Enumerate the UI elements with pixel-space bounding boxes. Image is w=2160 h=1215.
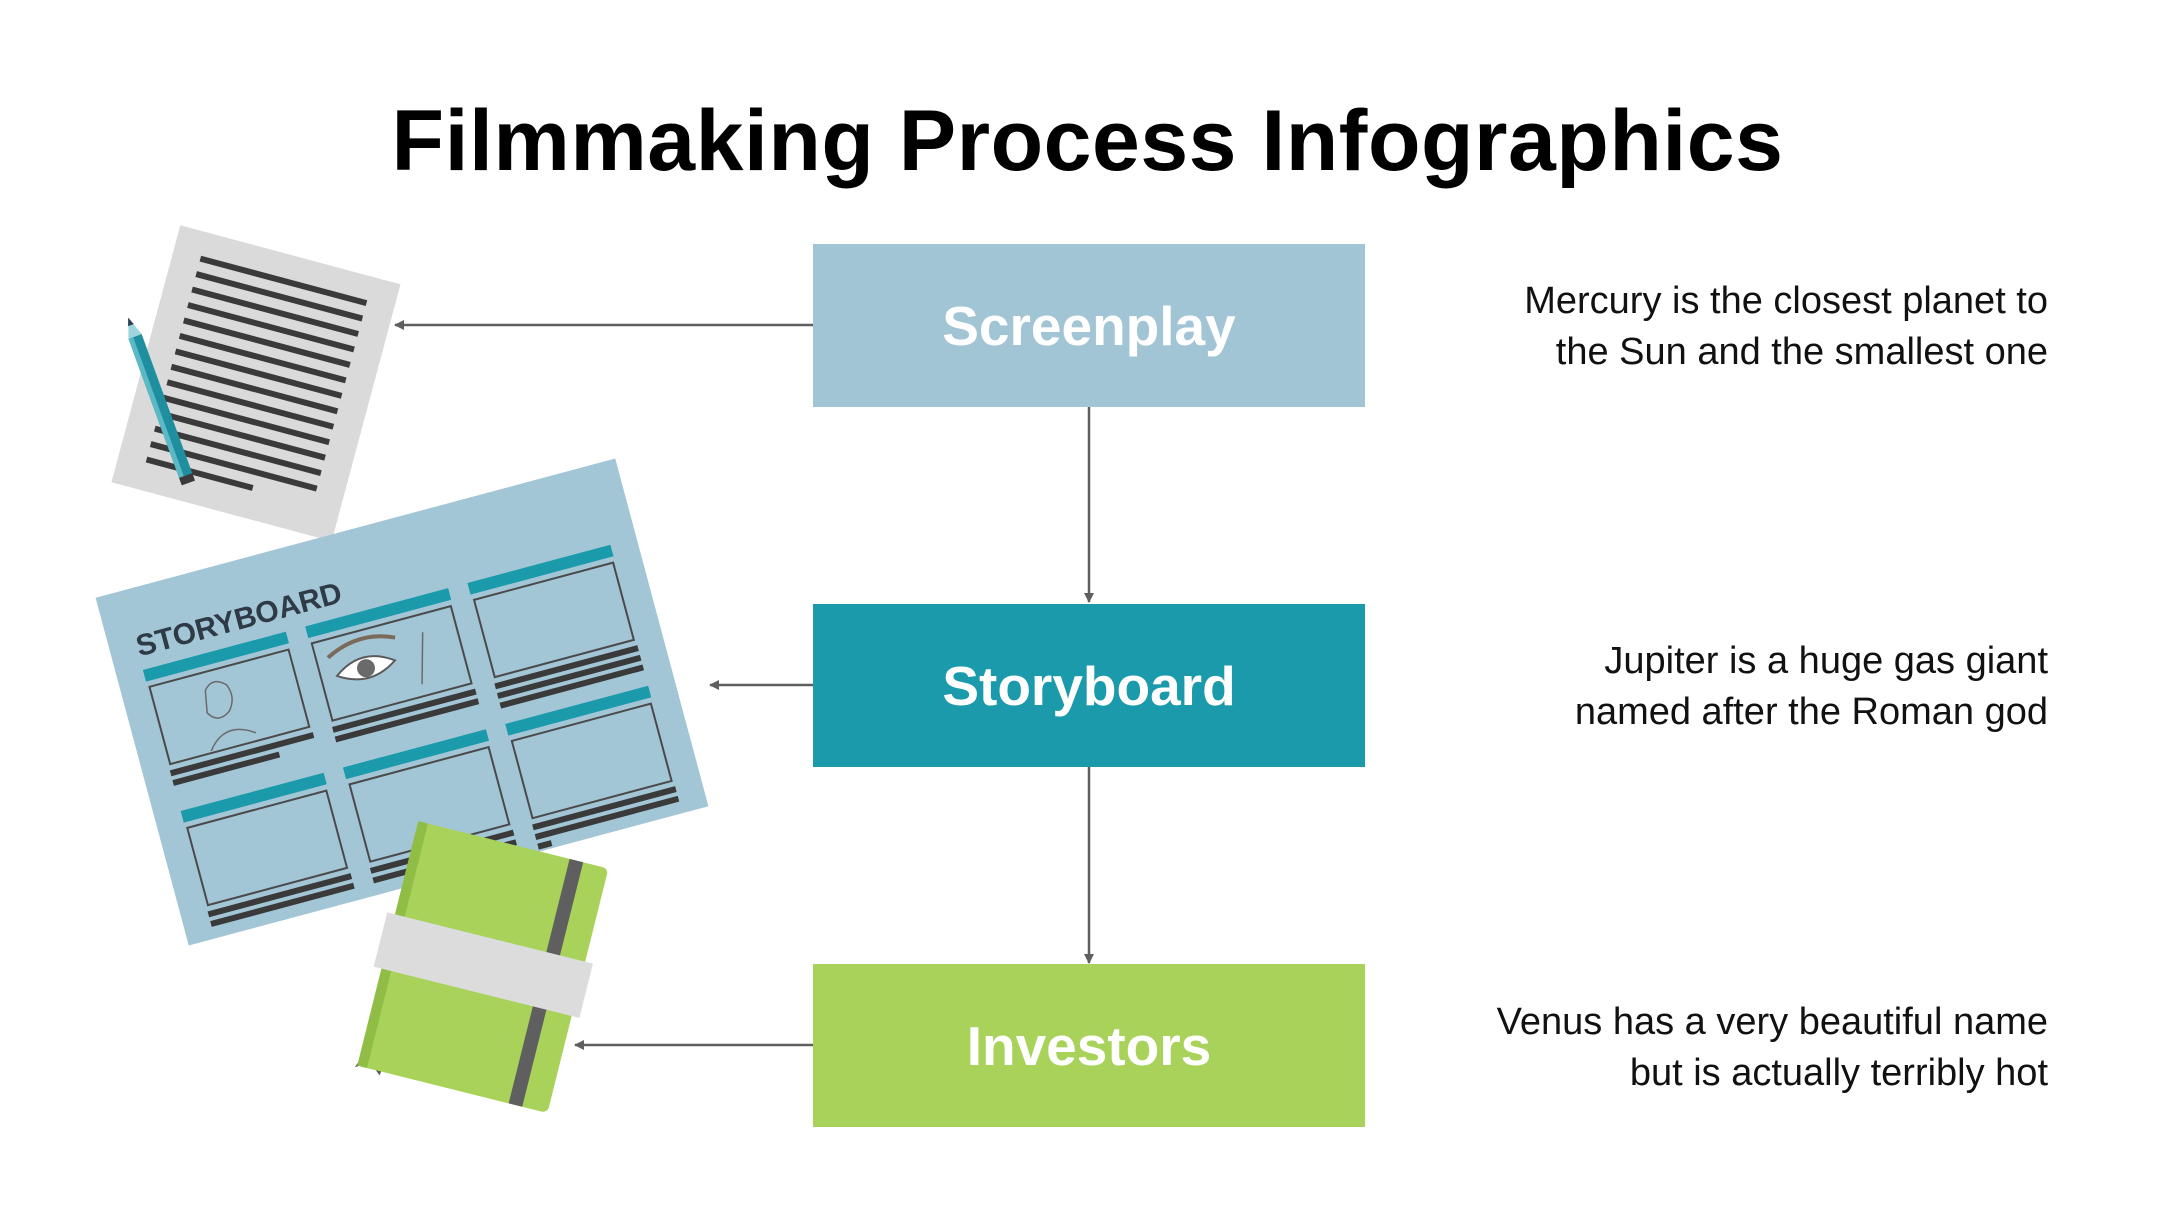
step-screenplay: Screenplay [813,244,1365,407]
storyboard-panel [467,544,645,709]
notebook-icon [354,821,608,1112]
storyboard-panel [305,588,480,743]
storyboard-panel [142,631,315,786]
desc-line: but is actually terribly hot [1629,1052,2048,1094]
desc-line: Venus has a very beautiful name [1496,1001,2048,1043]
desc-storyboard: Jupiter is a huge gas giant named after … [1328,636,2048,738]
storyboard-sheet-icon: STORYBOARD [95,458,709,946]
desc-line: Mercury is the closest planet to [1524,280,2048,322]
desc-line: the Sun and the smallest one [1555,331,2048,373]
step-storyboard-label: Storyboard [942,654,1236,717]
desc-investors: Venus has a very beautiful name but is a… [1328,997,2048,1099]
step-storyboard: Storyboard [813,604,1365,767]
storyboard-panel [180,772,355,927]
step-investors-label: Investors [966,1014,1212,1077]
document-with-pencil-icon [111,225,401,542]
desc-line: named after the Roman god [1574,691,2048,733]
desc-screenplay: Mercury is the closest planet to the Sun… [1328,276,2048,378]
step-screenplay-label: Screenplay [942,294,1236,357]
desc-line: Jupiter is a huge gas giant [1604,640,2048,682]
step-investors: Investors [813,964,1365,1127]
storyboard-panel [505,685,680,850]
page-title: Filmmaking Process Infographics [391,93,1784,189]
